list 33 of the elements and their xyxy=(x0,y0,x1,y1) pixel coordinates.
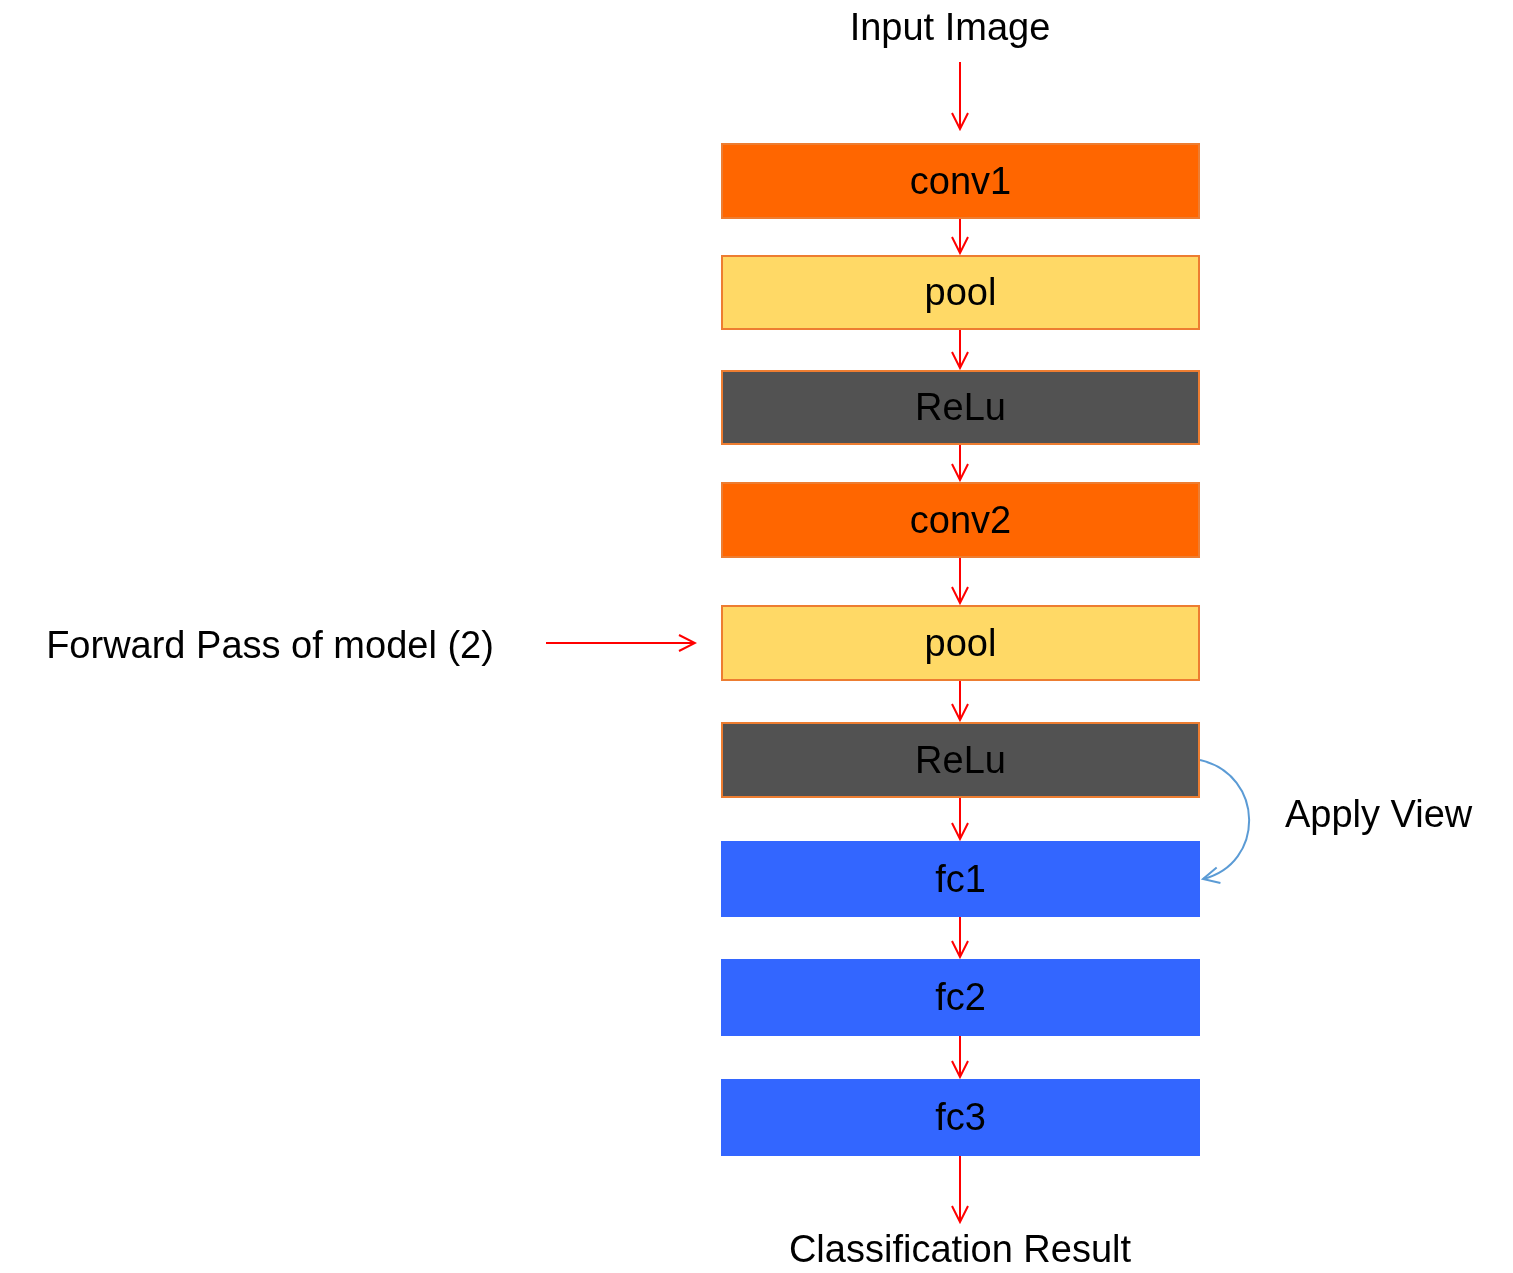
fc-layer-box xyxy=(721,959,1200,1036)
layer-label: conv2 xyxy=(909,498,1012,542)
layer-label: pool xyxy=(924,621,997,665)
layer-label: fc3 xyxy=(935,1096,986,1139)
arrow xyxy=(951,680,969,721)
layer-label: ReLu xyxy=(915,738,1006,782)
arrow xyxy=(545,634,696,652)
arrow xyxy=(1199,759,1251,882)
arrow xyxy=(951,916,969,958)
arrow xyxy=(951,218,969,254)
pool-layer-box xyxy=(721,605,1200,681)
arrow xyxy=(951,1035,969,1078)
text-label: Input Image xyxy=(830,4,1070,50)
arrow xyxy=(951,797,969,840)
text-label: Classification Result xyxy=(760,1226,1160,1272)
layer-label: fc2 xyxy=(935,976,986,1019)
relu-layer-box xyxy=(721,722,1200,798)
arrow xyxy=(951,1155,969,1223)
arrow xyxy=(951,61,969,130)
layer-label: ReLu xyxy=(915,386,1006,429)
layer-label: pool xyxy=(924,271,997,314)
layer-label: fc1 xyxy=(935,857,986,901)
conv-layer-box xyxy=(721,143,1200,219)
layer-label: conv1 xyxy=(909,159,1012,203)
pool-layer-box xyxy=(721,255,1200,330)
text-label: Forward Pass of model (2) xyxy=(10,622,530,668)
relu-layer-box xyxy=(721,370,1200,445)
arrow xyxy=(951,444,969,481)
fc-layer-box xyxy=(721,841,1200,917)
arrow xyxy=(951,557,969,604)
conv-layer-box xyxy=(721,482,1200,558)
arrow xyxy=(951,329,969,369)
fc-layer-box xyxy=(721,1079,1200,1156)
